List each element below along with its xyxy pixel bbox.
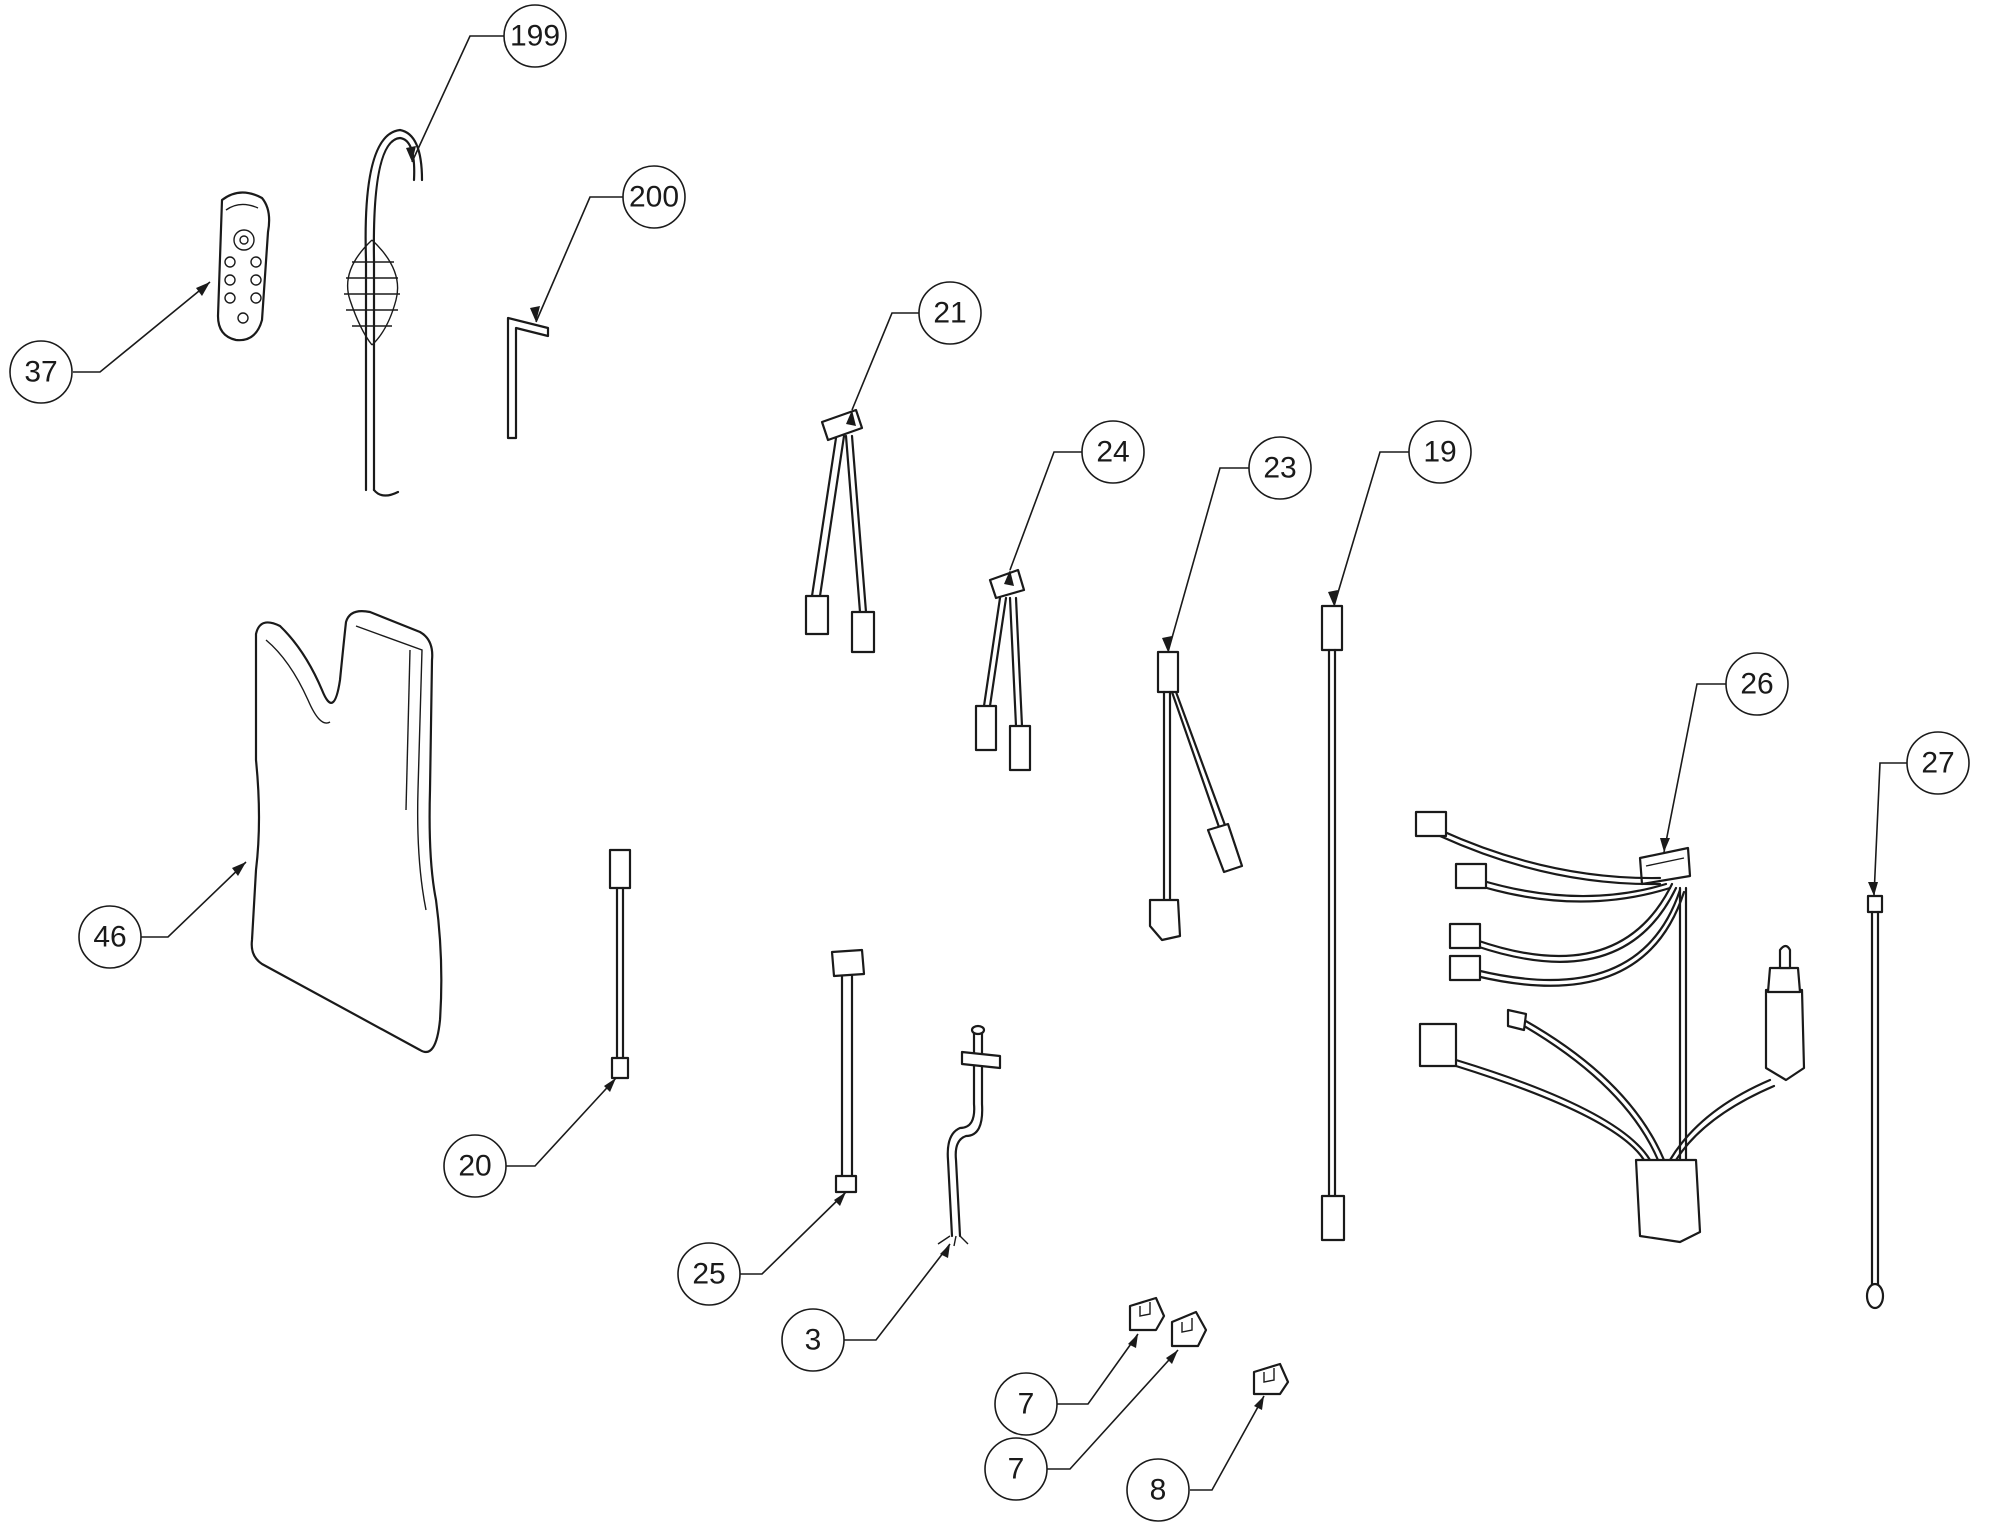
part-cable-19 — [1320, 604, 1346, 1242]
callout-27: 27 — [1906, 731, 1970, 795]
leader-arrows — [196, 146, 1878, 1410]
leader-lines — [73, 35, 1911, 1491]
part-cable-25 — [830, 948, 866, 1194]
part-hex-key — [506, 316, 550, 440]
callout-46: 46 — [78, 905, 142, 969]
callout-8: 8 — [1126, 1458, 1190, 1522]
part-clip-7b — [1170, 1310, 1208, 1348]
callout-label: 24 — [1096, 436, 1129, 469]
part-y-cable-23 — [1148, 650, 1244, 942]
callout-199: 199 — [503, 4, 567, 68]
callout-25: 25 — [677, 1242, 741, 1306]
callout-200: 200 — [622, 165, 686, 229]
callout-label: 20 — [458, 1150, 491, 1183]
callout-label: 27 — [1921, 747, 1954, 780]
callout-label: 8 — [1150, 1474, 1167, 1507]
part-clip-7a — [1128, 1296, 1166, 1332]
callout-24: 24 — [1081, 420, 1145, 484]
callout-23: 23 — [1248, 436, 1312, 500]
callout-label: 19 — [1423, 436, 1456, 469]
callout-label: 37 — [24, 356, 57, 389]
callout-label: 200 — [629, 181, 679, 214]
part-remote-control — [216, 191, 271, 342]
callout-7-lower: 7 — [984, 1437, 1048, 1501]
callout-label: 21 — [933, 297, 966, 330]
part-y-cable-21 — [804, 408, 876, 654]
callout-label: 199 — [510, 20, 560, 53]
part-wiring-harness — [1414, 810, 1806, 1244]
callout-label: 3 — [805, 1324, 822, 1357]
part-thermocouple — [937, 1024, 1002, 1247]
callout-label: 7 — [1008, 1453, 1025, 1486]
part-spring-hook — [344, 128, 424, 497]
callout-19: 19 — [1408, 420, 1472, 484]
callout-label: 25 — [692, 1258, 725, 1291]
callout-20: 20 — [443, 1134, 507, 1198]
callout-21: 21 — [918, 281, 982, 345]
callout-label: 26 — [1740, 668, 1773, 701]
callout-label: 23 — [1263, 452, 1296, 485]
callout-26: 26 — [1725, 652, 1789, 716]
part-ground-wire — [1865, 894, 1885, 1310]
callout-label: 46 — [93, 921, 126, 954]
part-clip-8 — [1252, 1362, 1290, 1396]
callout-label: 7 — [1018, 1388, 1035, 1421]
callout-37: 37 — [9, 340, 73, 404]
part-cable-20 — [608, 848, 632, 1080]
part-foam-panel — [250, 610, 443, 1053]
callout-7-upper: 7 — [994, 1372, 1058, 1436]
callout-3: 3 — [781, 1308, 845, 1372]
part-y-cable-24 — [974, 568, 1032, 772]
